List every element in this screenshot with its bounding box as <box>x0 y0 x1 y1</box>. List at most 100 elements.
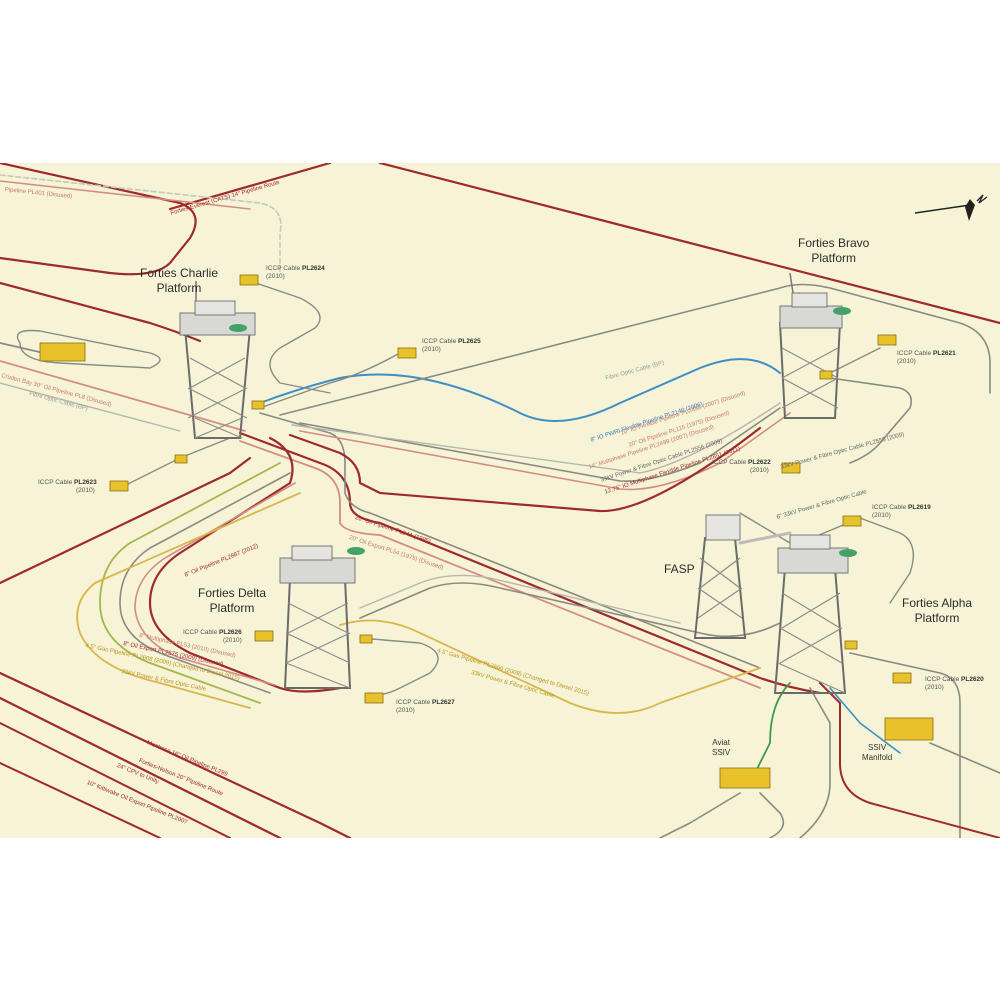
ssiv-label-line1: SSIV <box>868 743 887 752</box>
anode-pl2619 <box>842 515 862 527</box>
cable-label-pl2623: ICCP Cable PL2623 (2010) <box>38 479 97 495</box>
cable-year: (2010) <box>872 512 891 519</box>
cable-year: (2010) <box>897 358 916 365</box>
pipeline-loop-left <box>16 329 161 369</box>
fasp-platform-structure <box>693 514 747 639</box>
pipeline-cruden <box>0 360 246 432</box>
pipeline-fibre-left <box>0 382 181 432</box>
cable-prefix: ICCP Cable <box>925 676 962 683</box>
cable-prefix: ICCP Cable <box>38 479 75 486</box>
cable-label-pl2624: ICCP Cable PL2624 (2010) <box>266 265 325 281</box>
alpha-platform-label: Forties Alpha Platform <box>902 596 972 626</box>
cable-year: (2010) <box>396 707 415 714</box>
manifold-left <box>39 342 86 362</box>
junction-bravo <box>819 370 833 380</box>
charlie-label-line2: Platform <box>156 281 202 295</box>
cable-label-pl2620: ICCP Cable PL2620 (2010) <box>925 676 984 692</box>
aviat-ssiv-label: Aviat SSIV <box>712 738 730 758</box>
pipeline-delta-alpha-grey2 <box>359 574 681 624</box>
pipeline-left-top-loop <box>0 163 197 276</box>
cable-code: PL2621 <box>933 350 956 357</box>
cable-code: PL2619 <box>908 504 931 511</box>
anode-pl2623 <box>109 480 129 492</box>
cable-code: PL2622 <box>748 459 771 466</box>
ssiv-manifold-label: SSIV Manifold <box>862 743 892 763</box>
cable-code: PL2627 <box>432 699 455 706</box>
pipeline-fasp-bridge <box>738 531 792 545</box>
pipeline-montrose <box>0 671 352 838</box>
bravo-label-line2: Platform <box>811 251 857 265</box>
cable-year: (2010) <box>266 273 285 280</box>
anode-pl2626 <box>254 630 274 642</box>
pipeline-pl401 <box>0 174 282 274</box>
delta-label-line1: Forties Delta <box>198 586 267 600</box>
pipeline-pl401b <box>0 180 251 210</box>
pipeline-delta-grey1 <box>119 472 291 694</box>
pipeline-bravo-3 <box>288 426 762 513</box>
aviat-ssiv-structure <box>719 767 771 789</box>
pipeline-kittiwake <box>0 762 161 838</box>
cable-label-pl2625: ICCP Cable PL2625 (2010) <box>422 338 481 354</box>
fasp-label-line1: FASP <box>664 562 695 576</box>
pipeline-gas-alpha <box>339 619 761 714</box>
cable-pl2625 <box>259 352 401 409</box>
charlie-platform-label: Forties Charlie Platform <box>140 266 218 296</box>
cable-label-pl2622: ICCP Cable PL2622 (2010) <box>712 459 771 475</box>
pipeline-gas-delta <box>76 492 301 709</box>
pipeline-pl54 <box>239 440 761 689</box>
pipeline-delta-alpha-grey <box>359 582 781 638</box>
cable-prefix: ICCP Cable <box>396 699 433 706</box>
pipeline-bravo-right <box>829 377 913 464</box>
delta-label-line2: Platform <box>209 601 255 615</box>
junction-left <box>174 454 188 464</box>
anode-pl2627 <box>364 692 384 704</box>
cable-pl2624 <box>249 280 331 394</box>
anode-pl2624 <box>239 274 259 286</box>
cable-prefix: ICCP Cable <box>712 459 749 466</box>
cable-code: PL2623 <box>74 479 97 486</box>
pipeline-aviat-grey2 <box>759 792 785 838</box>
pipeline-alpha-right1 <box>849 652 961 838</box>
pipeline-alpha-iccp-top <box>799 517 914 604</box>
pipeline-cpv <box>0 722 231 838</box>
pipeline-nelson <box>0 696 282 838</box>
fasp-label: FASP <box>664 562 695 577</box>
alpha-platform-structure <box>773 534 857 694</box>
pipeline-aviat-green <box>749 682 791 784</box>
junction-charlie <box>251 400 265 410</box>
aviat-label-line2: SSIV <box>712 748 731 757</box>
anode-pl2621 <box>877 334 897 346</box>
pipeline-pl2887 <box>148 436 342 693</box>
delta-platform-structure <box>279 545 365 689</box>
alpha-label-line2: Platform <box>914 611 960 625</box>
cable-label-pl2621: ICCP Cable PL2621 (2010) <box>897 350 956 366</box>
cable-prefix: ICCP Cable <box>266 265 303 272</box>
ssiv-label-line2: Manifold <box>862 753 893 762</box>
cable-label-pl2627: ICCP Cable PL2627 (2010) <box>396 699 455 715</box>
cable-code: PL2626 <box>219 629 242 636</box>
cable-year: (2010) <box>76 487 95 494</box>
pipeline-left-diag <box>0 456 252 585</box>
bravo-label-line1: Forties Bravo <box>798 236 870 250</box>
cable-label-pl2626: ICCP Cable PL2626 (2010) <box>183 629 242 645</box>
cable-prefix: ICCP Cable <box>897 350 934 357</box>
anode-pl2622 <box>781 462 801 474</box>
pipeline-alpha-down-blue <box>829 687 901 754</box>
pipeline-left-1 <box>0 281 202 343</box>
anode-pl2625 <box>397 347 417 359</box>
cable-label-pl2619: ICCP Cable PL2619 (2010) <box>872 504 931 520</box>
anode-pl2620 <box>892 672 912 684</box>
junction-delta <box>359 634 373 644</box>
pipeline-bravo-2 <box>299 412 791 491</box>
cable-code: PL2624 <box>302 265 325 272</box>
pipeline-alpha-down-red <box>819 682 1000 838</box>
pipeline-aviat-grey <box>659 792 741 838</box>
aviat-label-line1: Aviat <box>712 738 730 747</box>
pipeline-alpha-diag <box>739 512 791 544</box>
cable-year: (2010) <box>422 346 441 353</box>
ssiv-manifold-structure <box>884 717 934 741</box>
cable-year: (2010) <box>223 637 242 644</box>
cable-code: PL2620 <box>961 676 984 683</box>
cable-prefix: ICCP Cable <box>183 629 220 636</box>
cable-prefix: ICCP Cable <box>422 338 459 345</box>
